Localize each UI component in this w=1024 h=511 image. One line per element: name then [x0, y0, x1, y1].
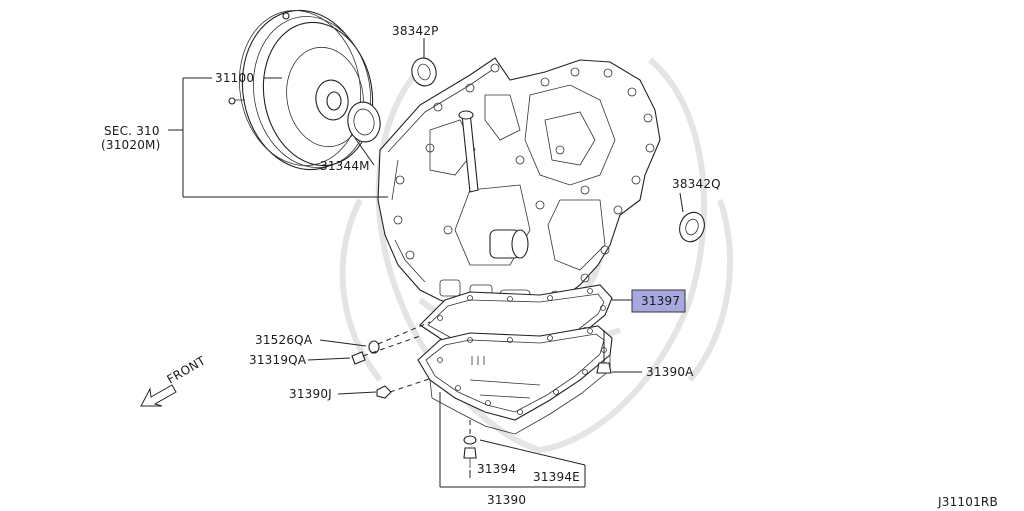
label-38342p: 38342P	[392, 24, 439, 38]
label-31390: 31390	[487, 493, 526, 507]
connector-bolt-31319qa[interactable]	[351, 335, 421, 365]
transmission-case	[377, 57, 661, 319]
diagram-code: J31101RB	[937, 495, 998, 509]
label-31390a: 31390A	[646, 365, 694, 379]
oil-seal-31344m[interactable]	[345, 100, 383, 145]
front-direction-arrow	[140, 384, 177, 407]
label-31394: 31394	[477, 462, 516, 476]
label-31020m: (31020M)	[101, 138, 161, 152]
oil-pan-31390[interactable]	[417, 325, 613, 435]
drain-plug-31394[interactable]	[463, 420, 477, 468]
o-ring-31526qa[interactable]	[368, 321, 431, 354]
highlight-31397[interactable]	[631, 289, 686, 313]
label-31344m: 31344M	[320, 159, 370, 173]
torque-converter-31100[interactable]	[227, 0, 383, 179]
label-31319qa: 31319QA	[249, 353, 307, 367]
oil-pan-bolt-31390a[interactable]	[596, 330, 612, 374]
label-31390j: 31390J	[289, 387, 332, 401]
leader-lines	[168, 38, 684, 488]
oil-seal-38342p[interactable]	[409, 55, 439, 88]
oil-seal-38342q[interactable]	[676, 209, 709, 245]
front-label: FRONT	[165, 353, 209, 386]
label-31397: 31397	[641, 294, 680, 308]
label-31100: 31100	[215, 71, 254, 85]
label-sec-310: SEC. 310	[104, 124, 160, 138]
clip-31390j[interactable]	[376, 377, 433, 399]
label-38342q: 38342Q	[672, 177, 721, 191]
label-31526qa: 31526QA	[255, 333, 313, 347]
label-31394e: 31394E	[533, 470, 580, 484]
